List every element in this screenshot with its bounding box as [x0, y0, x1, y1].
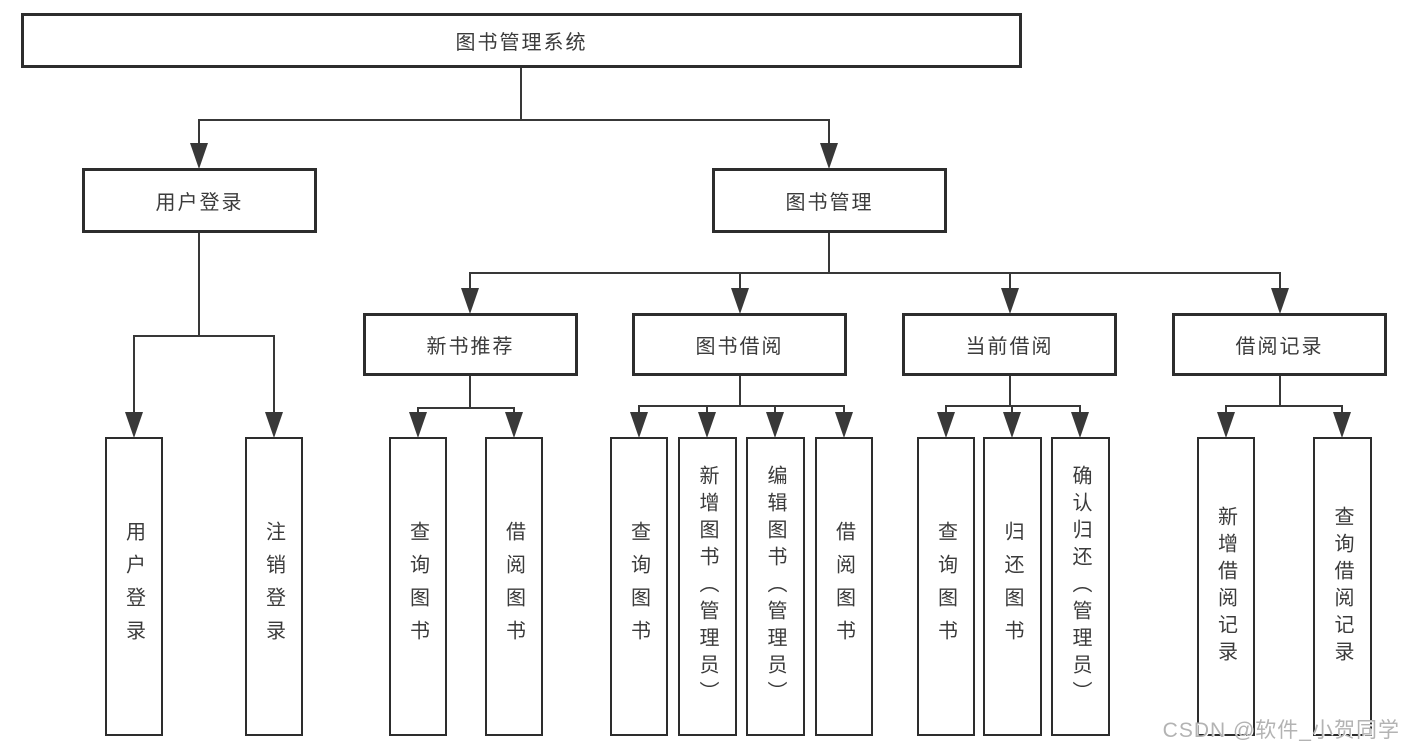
book-management-box-label: 图书管理: [785, 192, 874, 214]
connector-line: [1341, 405, 1343, 413]
arrow-down-icon: [1217, 412, 1235, 438]
leaf-logout: 注销登录: [245, 437, 303, 736]
connector-line: [945, 405, 947, 413]
connector-line: [198, 119, 830, 121]
leaf-user-login: 用户登录: [105, 437, 163, 736]
root-box: 图书管理系统: [21, 13, 1022, 68]
connector-line: [774, 405, 776, 413]
current-borrow-box: 当前借阅: [902, 313, 1117, 376]
arrow-down-icon: [820, 143, 838, 169]
leaf-edit-book-admin-label: 编辑图书（管理员）: [764, 465, 786, 708]
leaf-borrow-book-rec-label: 借阅图书: [502, 520, 525, 653]
arrow-down-icon: [835, 412, 853, 438]
book-borrow-box: 图书借阅: [632, 313, 847, 376]
user-login-box-label: 用户登录: [155, 192, 244, 214]
arrow-down-icon: [1071, 412, 1089, 438]
leaf-confirm-return-admin: 确认归还（管理员）: [1051, 437, 1110, 736]
current-borrow-box-label: 当前借阅: [965, 336, 1054, 358]
arrow-down-icon: [731, 288, 749, 314]
leaf-query-book-rec-label: 查询图书: [406, 520, 429, 653]
arrow-down-icon: [265, 412, 283, 438]
arrow-down-icon: [505, 412, 523, 438]
connector-line: [945, 405, 1081, 407]
root-box-label: 图书管理系统: [455, 32, 588, 54]
leaf-return-book: 归还图书: [983, 437, 1042, 736]
leaf-logout-label: 注销登录: [262, 520, 285, 653]
arrow-down-icon: [698, 412, 716, 438]
leaf-query-borrow-record: 查询借阅记录: [1313, 437, 1372, 736]
connector-line: [469, 272, 1281, 274]
arrow-down-icon: [409, 412, 427, 438]
leaf-add-book-admin-label: 新增图书（管理员）: [696, 465, 718, 708]
arrow-down-icon: [1333, 412, 1351, 438]
leaf-query-book-borrow-label: 查询图书: [627, 520, 650, 653]
connector-line: [520, 68, 522, 120]
leaf-add-borrow-record-label: 新增借阅记录: [1214, 505, 1237, 668]
connector-line: [417, 407, 419, 413]
arrow-down-icon: [630, 412, 648, 438]
connector-line: [739, 376, 741, 406]
leaf-borrow-book: 借阅图书: [815, 437, 873, 736]
connector-line: [1225, 405, 1227, 413]
connector-line: [513, 407, 515, 413]
arrow-down-icon: [461, 288, 479, 314]
borrow-record-box: 借阅记录: [1172, 313, 1387, 376]
leaf-query-book-current: 查询图书: [917, 437, 975, 736]
leaf-confirm-return-admin-label: 确认归还（管理员）: [1069, 465, 1091, 708]
leaf-query-borrow-record-label: 查询借阅记录: [1331, 505, 1353, 668]
connector-line: [1009, 272, 1011, 289]
connector-line: [638, 405, 845, 407]
connector-line: [739, 272, 741, 289]
connector-line: [706, 405, 708, 413]
connector-line: [133, 335, 275, 337]
connector-line: [469, 376, 471, 408]
user-login-box: 用户登录: [82, 168, 317, 233]
leaf-add-book-admin: 新增图书（管理员）: [678, 437, 737, 736]
leaf-query-book-rec: 查询图书: [389, 437, 447, 736]
arrow-down-icon: [1003, 412, 1021, 438]
connector-line: [273, 335, 275, 413]
arrow-down-icon: [190, 143, 208, 169]
new-book-recommend-box-label: 新书推荐: [426, 336, 515, 358]
connector-line: [1079, 405, 1081, 413]
leaf-user-login-label: 用户登录: [122, 520, 145, 653]
connector-line: [198, 119, 200, 144]
connector-line: [1009, 376, 1011, 406]
connector-line: [469, 272, 471, 289]
connector-line: [133, 335, 135, 413]
leaf-query-book-borrow: 查询图书: [610, 437, 668, 736]
arrow-down-icon: [125, 412, 143, 438]
connector-line: [1279, 272, 1281, 289]
leaf-borrow-book-label: 借阅图书: [832, 520, 855, 653]
leaf-edit-book-admin: 编辑图书（管理员）: [746, 437, 805, 736]
csdn-watermark: CSDN @软件_小贺同学: [1162, 719, 1400, 742]
connector-line: [843, 405, 845, 413]
connector-line: [417, 407, 515, 409]
connector-line: [828, 233, 830, 273]
leaf-borrow-book-rec: 借阅图书: [485, 437, 543, 736]
connector-line: [1225, 405, 1343, 407]
connector-line: [198, 233, 200, 336]
book-management-box: 图书管理: [712, 168, 947, 233]
arrow-down-icon: [1001, 288, 1019, 314]
connector-line: [1279, 376, 1281, 406]
connector-line: [638, 405, 640, 413]
connector-line: [828, 119, 830, 144]
leaf-add-borrow-record: 新增借阅记录: [1197, 437, 1255, 736]
arrow-down-icon: [1271, 288, 1289, 314]
arrow-down-icon: [766, 412, 784, 438]
leaf-query-book-current-label: 查询图书: [934, 520, 957, 653]
book-borrow-box-label: 图书借阅: [695, 336, 784, 358]
arrow-down-icon: [937, 412, 955, 438]
borrow-record-box-label: 借阅记录: [1235, 336, 1324, 358]
leaf-return-book-label: 归还图书: [1001, 520, 1023, 653]
new-book-recommend-box: 新书推荐: [363, 313, 578, 376]
connector-line: [1011, 405, 1013, 413]
